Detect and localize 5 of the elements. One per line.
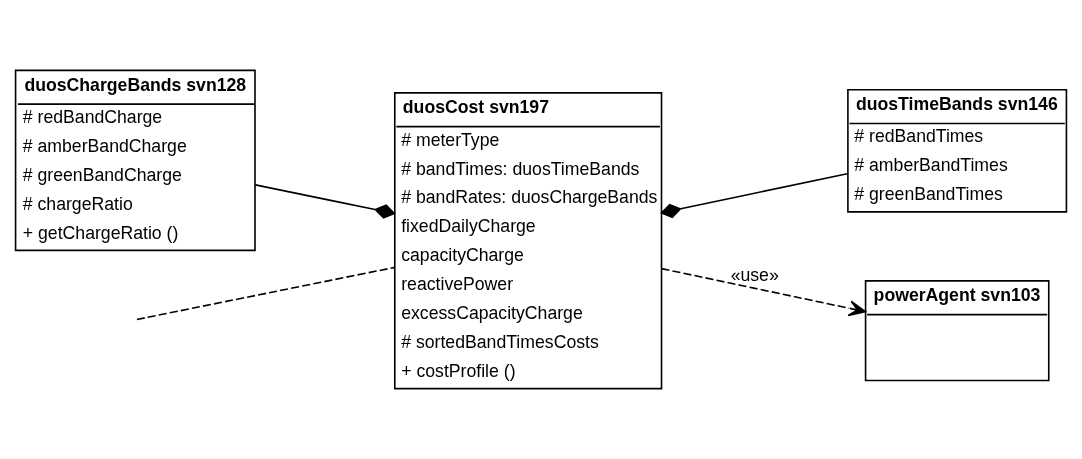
- connector: [660, 172, 849, 219]
- edge-label: «use»: [730, 264, 779, 285]
- connector: [254, 184, 396, 219]
- connector: [136, 266, 396, 321]
- arrow: [660, 267, 867, 317]
